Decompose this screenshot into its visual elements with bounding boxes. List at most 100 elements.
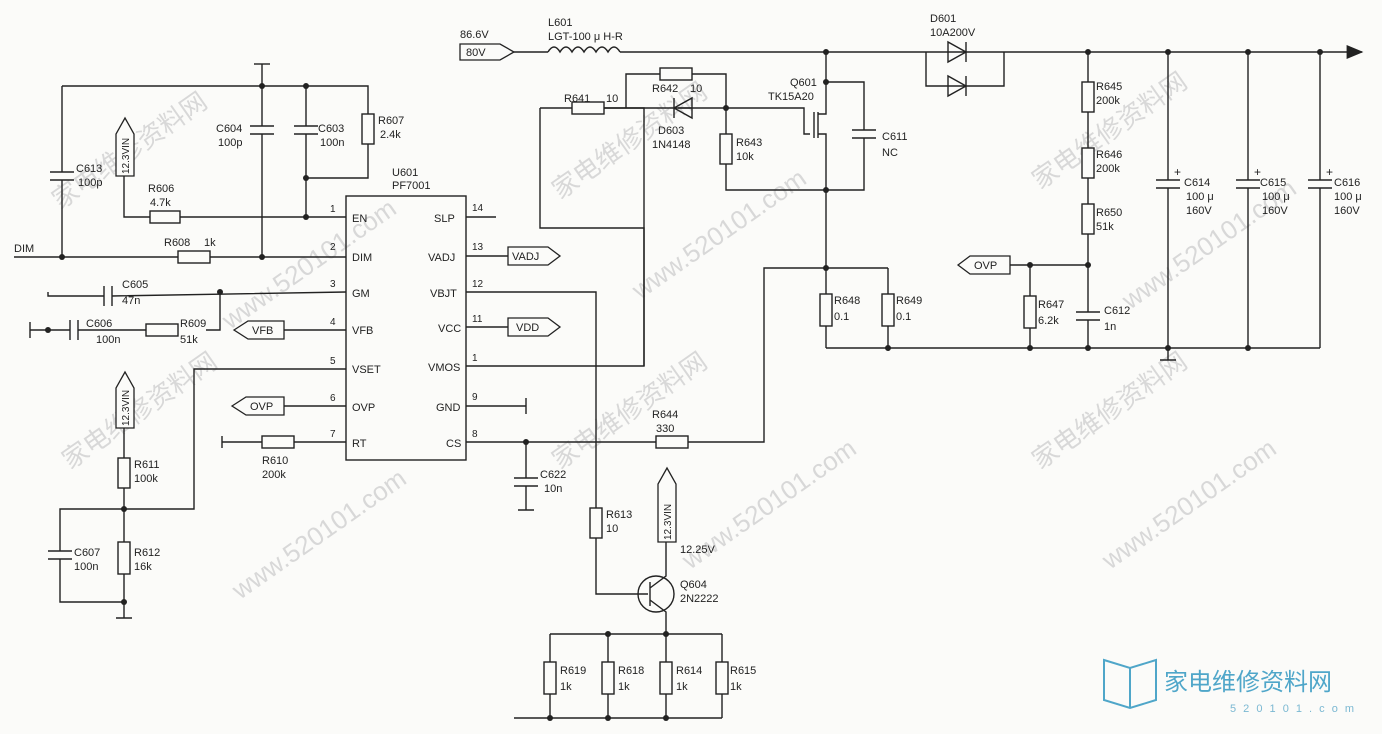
svg-text:D601: D601 [930, 13, 956, 25]
watermark-text: www.520101.com [225, 463, 411, 606]
svg-text:TK15A20: TK15A20 [768, 91, 814, 103]
resistor-r608 [177, 250, 211, 264]
svg-text:C603: C603 [318, 123, 344, 135]
net-flag-ovp-right [956, 255, 1011, 275]
resistor-r641 [571, 101, 605, 115]
ic-right-pins: 14 SLP 13 VADJ 12 VBJT 11 VCC 1 VMOS 9 G… [428, 203, 484, 450]
svg-text:C606: C606 [86, 318, 112, 330]
svg-text:+: + [1326, 165, 1333, 179]
svg-text:C613: C613 [76, 163, 102, 175]
diode-d601-a [947, 40, 968, 64]
watermark-text: www.520101.com [625, 163, 811, 306]
resistor-r643 [719, 133, 733, 165]
svg-text:R649: R649 [896, 295, 922, 307]
resistor-r615 [715, 661, 729, 695]
svg-text:R641: R641 [564, 93, 590, 105]
svg-text:LGT-100 μ H-R: LGT-100 μ H-R [548, 31, 623, 43]
net-flag-vdd [507, 317, 562, 337]
svg-text:100n: 100n [320, 137, 344, 149]
svg-text:160V: 160V [1186, 205, 1212, 217]
resistor-r618 [601, 661, 615, 695]
svg-text:9: 9 [472, 392, 478, 403]
resistor-r646 [1081, 147, 1095, 179]
resistor-r649 [881, 293, 895, 327]
svg-text:R613: R613 [606, 509, 632, 521]
svg-text:0.1: 0.1 [896, 311, 911, 323]
svg-text:10A200V: 10A200V [930, 27, 976, 39]
svg-text:100 μ: 100 μ [1262, 191, 1290, 203]
net-flag-80v [459, 43, 516, 61]
svg-text:C605: C605 [122, 279, 148, 291]
svg-text:R615: R615 [730, 665, 756, 677]
resistor-r650 [1081, 203, 1095, 235]
svg-text:R611: R611 [134, 459, 159, 471]
svg-text:2.4k: 2.4k [380, 129, 401, 141]
svg-text:200k: 200k [1096, 95, 1120, 107]
svg-text:R609: R609 [180, 318, 206, 330]
svg-text:C612: C612 [1104, 305, 1130, 317]
resistor-r613 [589, 507, 603, 539]
svg-text:100n: 100n [96, 334, 120, 346]
resistors [117, 67, 1095, 695]
svg-text:2: 2 [330, 242, 336, 253]
watermark-text: www.520101.com [1095, 433, 1281, 576]
resistor-r642 [659, 67, 693, 81]
watermark-text: www.520101.com [215, 193, 401, 336]
svg-text:R607: R607 [378, 115, 404, 127]
svg-text:6: 6 [330, 393, 336, 404]
logo-url: 5 2 0 1 0 1 . c o m [1230, 703, 1356, 715]
svg-text:+: + [1174, 165, 1181, 179]
svg-text:100p: 100p [218, 137, 242, 149]
net-vdd: VDD [516, 322, 539, 334]
svg-text:4.7k: 4.7k [150, 197, 171, 209]
diode-d603 [672, 96, 693, 120]
svg-text:11: 11 [472, 314, 483, 325]
svg-text:100k: 100k [134, 473, 158, 485]
svg-text:10n: 10n [544, 483, 562, 495]
svg-text:14: 14 [472, 203, 484, 214]
svg-text:VFB: VFB [352, 325, 373, 337]
svg-text:R647: R647 [1038, 299, 1064, 311]
svg-text:RT: RT [352, 438, 367, 450]
svg-text:1k: 1k [204, 237, 216, 249]
svg-text:R612: R612 [134, 547, 160, 559]
svg-text:1: 1 [330, 204, 336, 215]
svg-text:R619: R619 [560, 665, 586, 677]
net-ovp-left: OVP [250, 401, 273, 413]
svg-text:12: 12 [472, 279, 484, 290]
net-flag-vin-a [115, 116, 135, 177]
svg-text:VMOS: VMOS [428, 362, 460, 374]
svg-text:160V: 160V [1334, 205, 1360, 217]
svg-text:R646: R646 [1096, 149, 1122, 161]
resistor-r611 [117, 457, 131, 489]
net-vin-c: 12.3VIN [663, 504, 674, 540]
net-flag-vadj [507, 246, 562, 266]
svg-text:1n: 1n [1104, 321, 1116, 333]
resistor-r609 [145, 323, 179, 337]
svg-text:R650: R650 [1096, 207, 1122, 219]
svg-text:VADJ: VADJ [428, 252, 455, 264]
svg-text:47n: 47n [122, 295, 140, 307]
resistor-r607 [361, 113, 375, 145]
svg-text:CS: CS [446, 438, 461, 450]
svg-text:VBJT: VBJT [430, 288, 457, 300]
ic-left-pins: 1 EN 2 DIM 3 GM 4 VFB 5 VSET 6 OVP 7 RT [330, 204, 381, 450]
net-1225v: 12.25V [680, 544, 716, 556]
resistor-r606 [149, 210, 181, 224]
watermark-text: 家电维修资料网 [1026, 346, 1192, 475]
svg-text:1: 1 [472, 353, 478, 364]
svg-text:R643: R643 [736, 137, 762, 149]
svg-text:1k: 1k [730, 681, 742, 693]
svg-text:GND: GND [436, 402, 461, 414]
svg-text:100 μ: 100 μ [1186, 191, 1214, 203]
resistor-r648 [819, 293, 833, 327]
svg-text:13: 13 [472, 242, 484, 253]
svg-text:5: 5 [330, 356, 336, 367]
diode-d601-b [947, 74, 968, 98]
svg-text:2N2222: 2N2222 [680, 593, 719, 605]
net-ovp-right: OVP [974, 260, 997, 272]
svg-text:200k: 200k [1096, 163, 1120, 175]
diodes [672, 40, 968, 120]
junctions [45, 49, 1323, 721]
